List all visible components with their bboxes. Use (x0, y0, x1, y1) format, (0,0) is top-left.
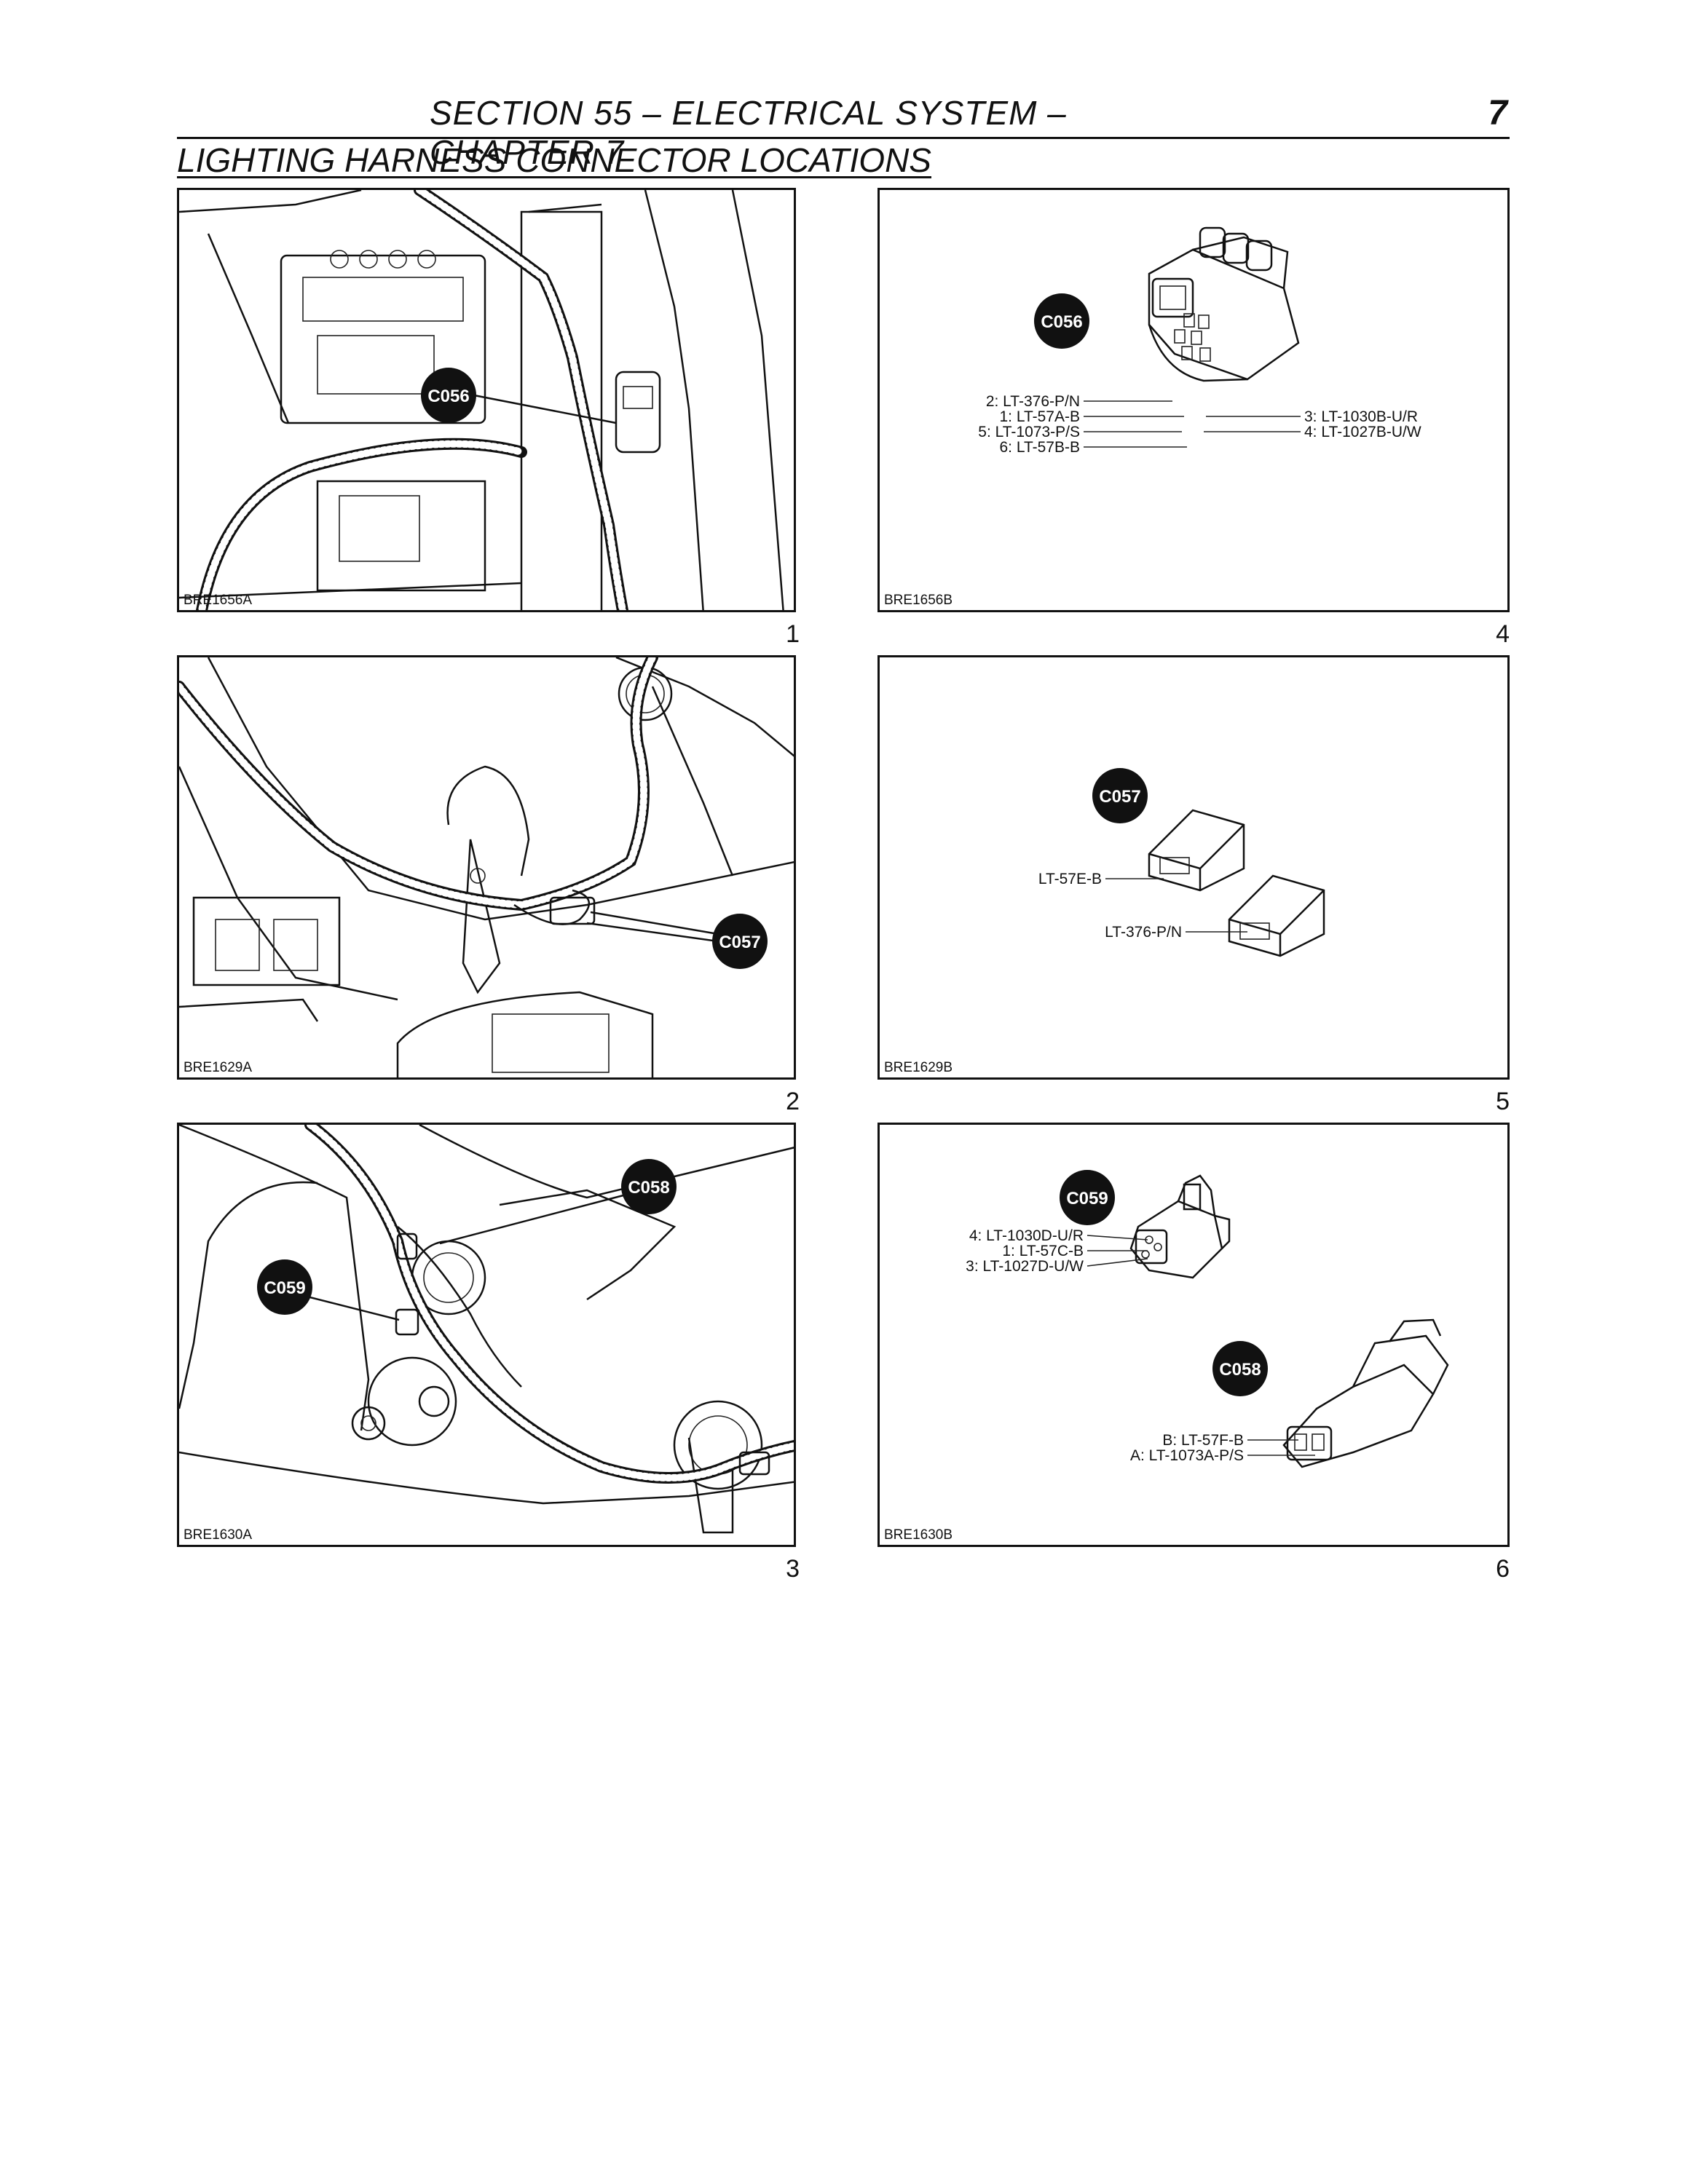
figure-1-photo: C056 BRE1656A (177, 188, 796, 612)
header-rule (177, 137, 1510, 139)
figure-6-diagram: 4: LT-1030D-U/R 1: LT-57C-B 3: LT-1027D-… (877, 1123, 1510, 1547)
c056-callout-badge: C056 (421, 368, 476, 423)
figure-4-illustration: 2: LT-376-P/N 1: LT-57A-B 5: LT-1073-P/S… (978, 226, 1421, 456)
c056-pin-6-label: 6: LT-57B-B (1000, 439, 1081, 456)
c059-badge: C059 (1060, 1170, 1115, 1225)
c058-pin-a-label: A: LT-1073A-P/S (1130, 1447, 1244, 1464)
figure-1-number: 1 (786, 620, 800, 648)
c059-pin-4-label: 4: LT-1030D-U/R (969, 1227, 1084, 1244)
c056-callout-text: C056 (427, 387, 469, 406)
c057-badge: C057 (1092, 768, 1148, 823)
figure-5-code: BRE1629B (884, 1060, 953, 1075)
c059-callout-badge: C059 (257, 1259, 312, 1315)
c058-badge-text: C058 (1219, 1360, 1261, 1380)
figure-3-illustration: C059 C058 (179, 1125, 794, 1534)
c059-badge-text: C059 (1066, 1189, 1108, 1208)
c057-pin-b-label: LT-57E-B (1038, 871, 1102, 887)
figure-2-code: BRE1629A (184, 1060, 253, 1075)
figure-1-illustration: C056 (179, 190, 784, 610)
c058-callout-text: C058 (628, 1178, 669, 1198)
figure-3-number: 3 (786, 1555, 800, 1583)
c059-callout-text: C059 (264, 1278, 305, 1298)
figure-5-diagram: LT-57E-B LT-376-P/N C057 BRE1629B (877, 655, 1510, 1080)
section-header: SECTION 55 – ELECTRICAL SYSTEM – CHAPTER… (430, 94, 1067, 171)
c057-badge-text: C057 (1099, 787, 1140, 807)
c056-pin-1-label: 1: LT-57A-B (1000, 408, 1081, 425)
c056-badge: C056 (1034, 293, 1089, 349)
c059-pin-1-label: 1: LT-57C-B (1002, 1243, 1084, 1259)
c059-pin-3-label: 3: LT-1027D-U/W (966, 1258, 1084, 1275)
figure-2-illustration: C057 (179, 657, 794, 1077)
figure-2-number: 2 (786, 1088, 800, 1115)
c058-badge: C058 (1212, 1341, 1268, 1396)
c058-pin-b-label: B: LT-57F-B (1162, 1432, 1244, 1449)
c056-badge-text: C056 (1041, 312, 1082, 332)
c056-pin-3-label: 3: LT-1030B-U/R (1304, 408, 1418, 425)
c057-callout-text: C057 (719, 933, 760, 952)
c056-pin-2-label: 2: LT-376-P/N (986, 393, 1080, 410)
figure-6-code: BRE1630B (884, 1527, 953, 1543)
c056-pin-5-label: 5: LT-1073-P/S (978, 424, 1080, 440)
figure-5-illustration: LT-57E-B LT-376-P/N C057 (1038, 768, 1325, 957)
c057-callout-badge: C057 (712, 914, 768, 969)
figure-3-code: BRE1630A (184, 1527, 253, 1543)
figure-5-number: 5 (1496, 1088, 1510, 1115)
figure-3-photo: C059 C058 BRE1630A (177, 1123, 796, 1547)
c058-callout-badge: C058 (621, 1159, 677, 1214)
figure-4-number: 4 (1496, 620, 1510, 648)
figure-2-photo: C057 BRE1629A (177, 655, 796, 1080)
figure-1-code: BRE1656A (184, 593, 253, 608)
figure-4-code: BRE1656B (884, 593, 953, 608)
figure-6-illustration: 4: LT-1030D-U/R 1: LT-57C-B 3: LT-1027D-… (966, 1170, 1449, 1468)
figure-4-diagram: 2: LT-376-P/N 1: LT-57A-B 5: LT-1073-P/S… (877, 188, 1510, 612)
figure-6-number: 6 (1496, 1555, 1510, 1583)
c057-pin-pn-label: LT-376-P/N (1105, 924, 1182, 941)
page-number: 7 (1488, 94, 1507, 132)
page-title: LIGHTING HARNESS CONNECTOR LOCATIONS (177, 141, 931, 179)
c056-pin-4-label: 4: LT-1027B-U/W (1304, 424, 1421, 440)
